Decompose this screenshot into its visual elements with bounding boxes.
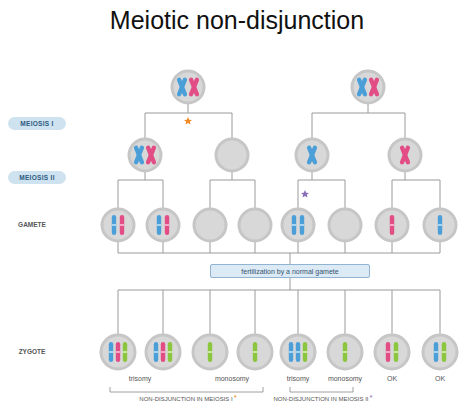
blue-x-chromosome	[306, 145, 318, 165]
meiosis-i-cell	[129, 139, 161, 171]
outcome-label: monosomy	[215, 375, 249, 382]
group-label: NON-DISJUNCTION IN MEIOSIS I	[139, 396, 232, 402]
pink-chromatid	[120, 215, 124, 235]
branch-line	[210, 172, 255, 208]
zygote-cell	[328, 335, 362, 369]
meiosis-i-cell	[216, 139, 248, 171]
meiosis-i-cell	[389, 139, 421, 171]
zygote-cell	[193, 335, 227, 369]
node-text: MEIOSIS I	[20, 120, 53, 127]
outcome-label: OK	[387, 375, 397, 382]
zygote-cell	[375, 335, 409, 369]
row-label: GAMETE	[18, 221, 46, 228]
green-chromatid	[343, 342, 347, 362]
gamete-cell	[424, 209, 456, 241]
blue-chromatid	[296, 342, 300, 362]
blue-x-chromosome	[133, 145, 145, 165]
cells	[101, 71, 457, 369]
zygote-cell	[238, 335, 272, 369]
pink-chromatid	[116, 342, 120, 362]
gamete-cell	[102, 209, 134, 241]
nondisjunction-marker	[184, 117, 192, 125]
outcome-label: OK	[435, 375, 445, 382]
group-bracket	[110, 387, 263, 392]
zygote-cell	[146, 335, 180, 369]
gamete-cell	[147, 209, 179, 241]
diagram-title: Meiotic non-disjunction	[0, 6, 474, 35]
marker-symbol: *	[370, 393, 373, 402]
parent-cell	[172, 71, 204, 103]
green-chromatid	[168, 342, 172, 362]
blue-chromatid	[434, 342, 438, 362]
branch-line	[298, 172, 345, 208]
branch-line	[118, 172, 163, 208]
branch-line	[392, 172, 440, 208]
row-label: ZYGOTE	[19, 348, 46, 355]
blue-chromatid	[157, 215, 161, 235]
process-box: fertilization by a normal gamete	[210, 264, 370, 278]
pink-x-chromosome	[399, 145, 411, 165]
stage-label-box: MEIOSIS II	[8, 171, 66, 184]
meiosis-i-cell	[296, 139, 328, 171]
zygote-cell	[281, 335, 315, 369]
blue-x-chromosome	[176, 77, 188, 97]
gamete-cell	[376, 209, 408, 241]
pink-chromatid	[390, 215, 394, 235]
node-text: fertilization by a normal gamete	[241, 268, 338, 275]
gamete-cell	[282, 209, 314, 241]
merge-line	[118, 242, 440, 264]
blue-chromatid	[300, 215, 304, 235]
blue-x-chromosome	[356, 77, 368, 97]
green-chromatid	[442, 342, 446, 362]
pink-x-chromosome	[368, 77, 380, 97]
zygote-cell	[423, 335, 457, 369]
outcome-label: monosomy	[328, 375, 362, 382]
pink-x-chromosome	[145, 145, 157, 165]
group-label: NON-DISJUNCTION IN MEIOSIS II	[273, 396, 368, 402]
brackets	[110, 387, 353, 392]
split-line	[118, 278, 440, 334]
parent-cell	[352, 71, 384, 103]
blue-chromatid	[109, 342, 113, 362]
branch-lines	[118, 104, 440, 334]
stage-label-box: MEIOSIS I	[8, 117, 66, 130]
pink-chromatid	[386, 342, 390, 362]
green-chromatid	[123, 342, 127, 362]
pink-chromatid	[165, 215, 169, 235]
branch-line	[145, 104, 232, 138]
node-text: MEIOSIS II	[19, 174, 55, 181]
pink-x-chromosome	[188, 77, 200, 97]
nondisjunction-marker	[301, 190, 309, 198]
blue-chromatid	[154, 342, 158, 362]
outcome-label: trisomy	[287, 375, 310, 382]
green-chromatid	[208, 342, 212, 362]
blue-chromatid	[112, 215, 116, 235]
gamete-cell	[194, 209, 226, 241]
group-bracket	[290, 387, 353, 392]
chromosomes	[109, 77, 446, 362]
marker-symbol: *	[234, 393, 237, 402]
pink-chromatid	[161, 342, 165, 362]
branch-line	[312, 104, 405, 138]
blue-chromatid	[438, 215, 442, 235]
blue-chromatid	[289, 342, 293, 362]
green-chromatid	[303, 342, 307, 362]
gamete-cell	[329, 209, 361, 241]
green-chromatid	[394, 342, 398, 362]
zygote-cell	[101, 335, 135, 369]
green-chromatid	[253, 342, 257, 362]
gamete-cell	[239, 209, 271, 241]
blue-chromatid	[292, 215, 296, 235]
outcome-label: trisomy	[129, 375, 152, 382]
